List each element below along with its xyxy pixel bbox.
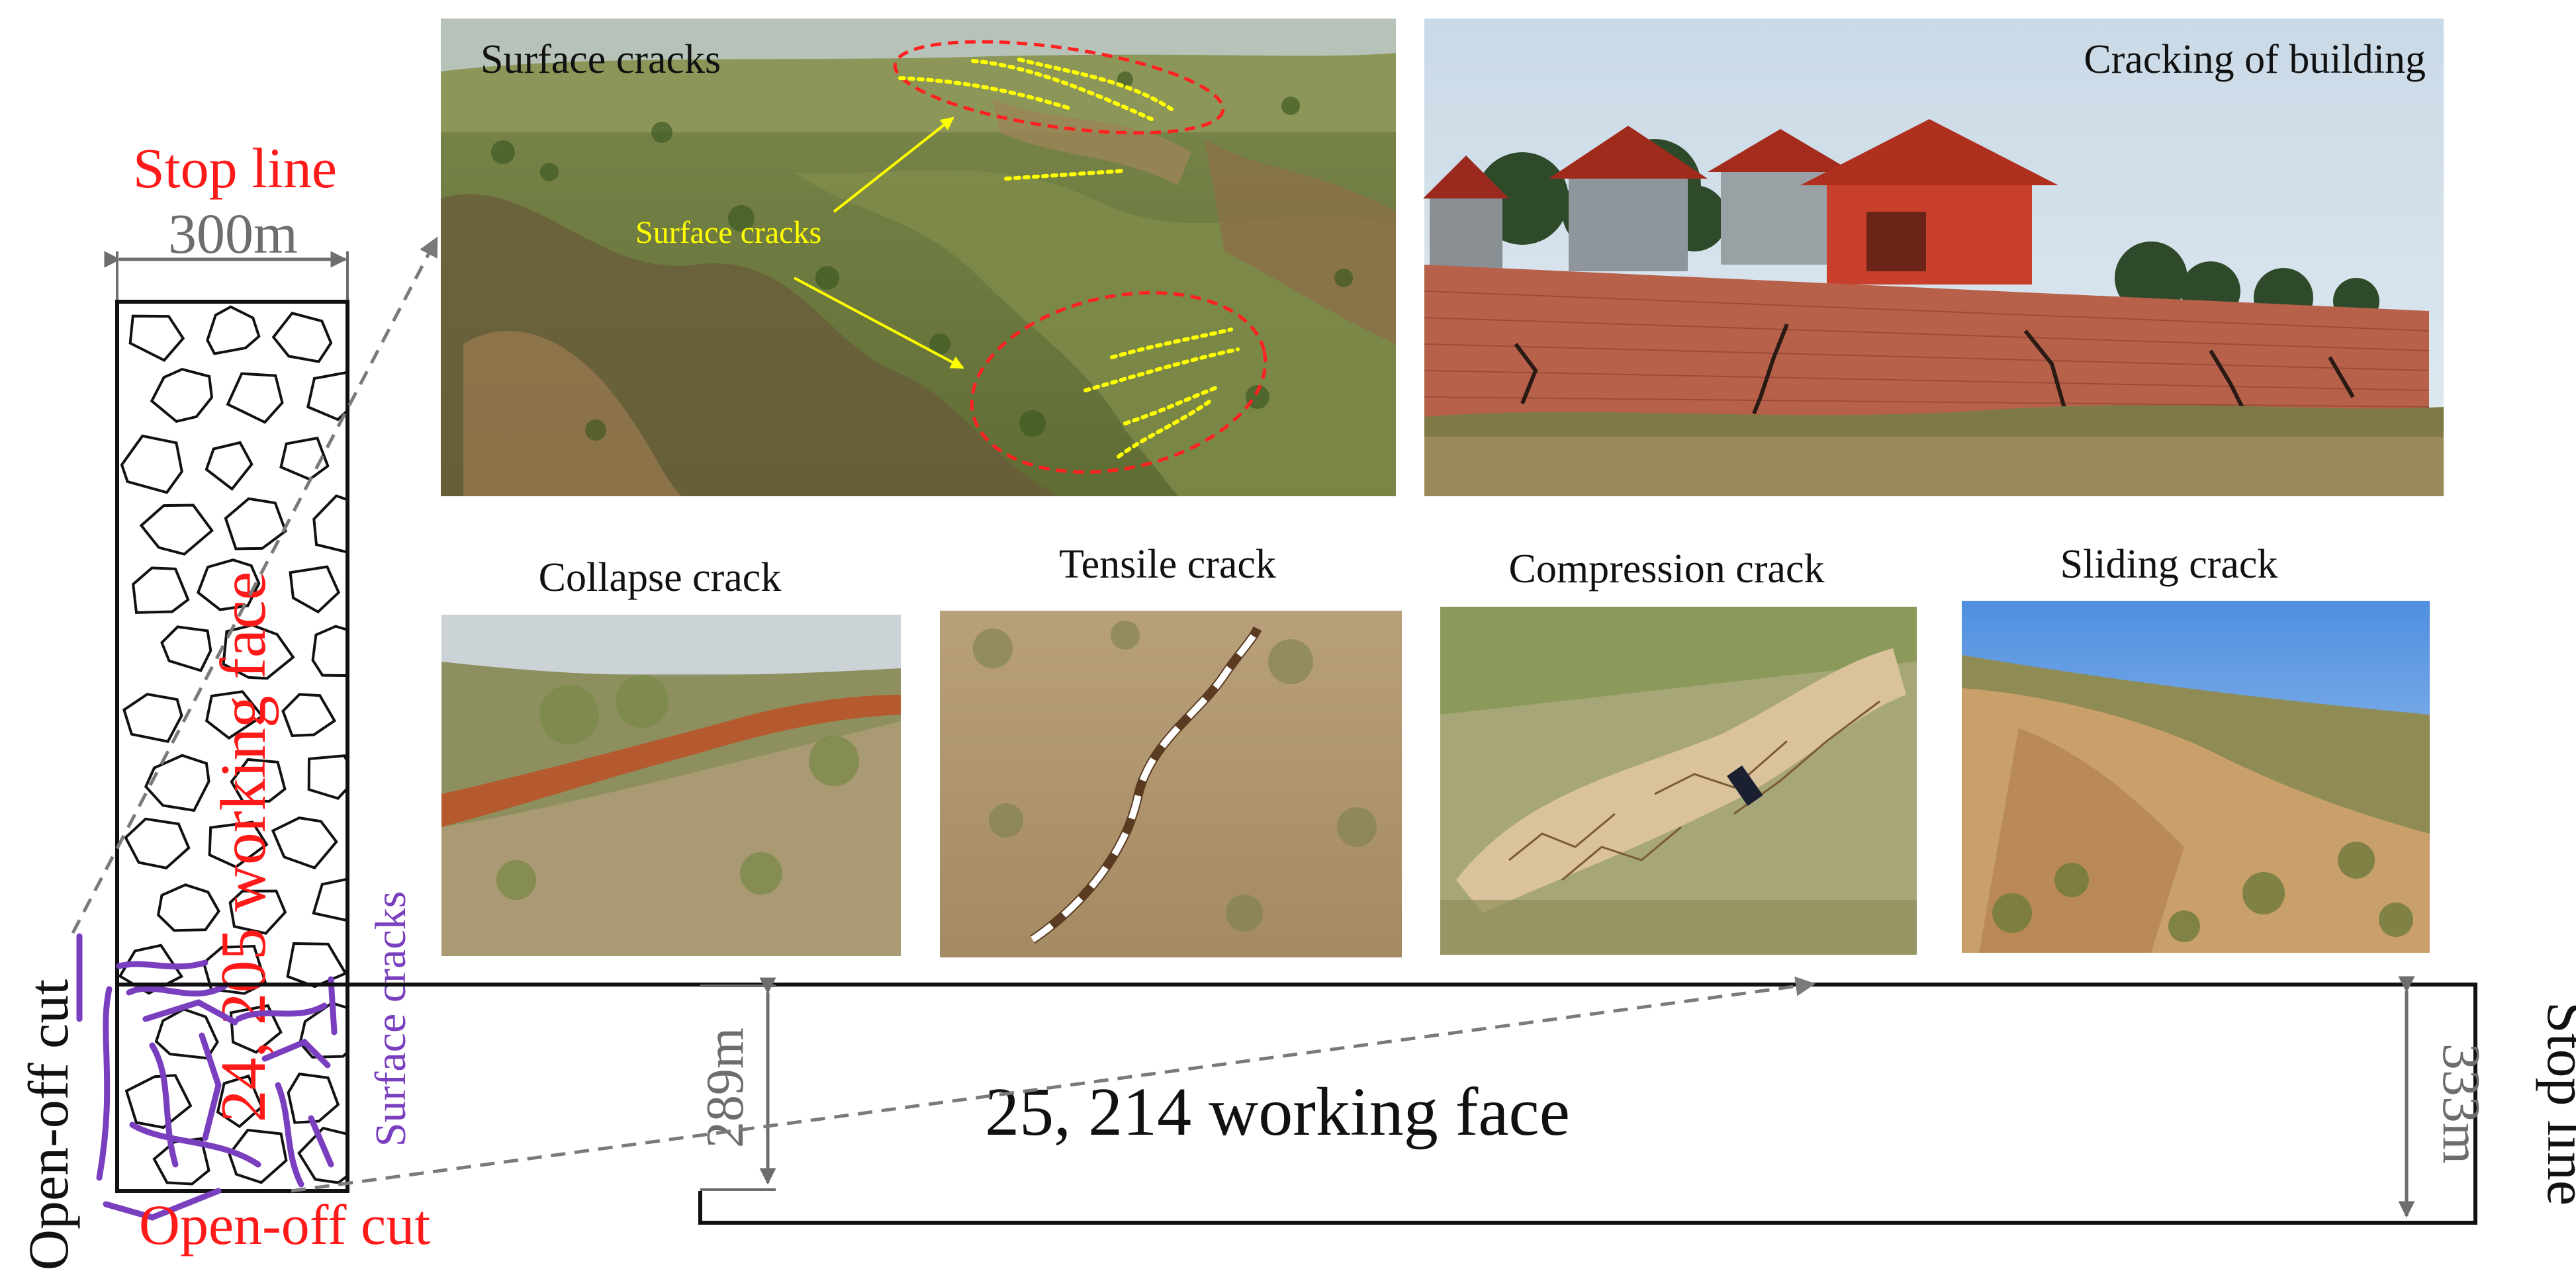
working-face-25214-label: 25, 214 working face <box>985 1074 1570 1150</box>
working-face-24205-label: 24, 205 working face <box>208 572 279 1123</box>
brick-wall <box>1424 265 2430 417</box>
width-dimension-300m <box>104 251 349 302</box>
width-label-333m: 333m <box>2432 1043 2490 1164</box>
rock-block <box>297 1126 347 1184</box>
caption-collapse-crack: Collapse crack <box>539 555 782 600</box>
rock-block <box>132 566 190 614</box>
width-dimension-289m <box>700 977 776 1191</box>
rock-block <box>144 754 210 813</box>
rock-block <box>205 690 265 740</box>
rock-block <box>208 820 269 869</box>
stop-line-label-top: Stop line <box>133 136 337 200</box>
rock-block <box>150 367 214 423</box>
rock-block <box>122 693 183 743</box>
pointer-arrow-to-crack-photos <box>291 976 1816 1193</box>
rock-block <box>307 754 347 800</box>
surface-cracks-label: Surface cracks <box>367 891 415 1147</box>
rock-block <box>230 758 287 803</box>
rock-block <box>152 1137 210 1186</box>
rock-block <box>160 625 212 672</box>
photo-sliding-crack: Sliding crack <box>1962 542 2430 953</box>
rock-block <box>312 494 347 554</box>
photo-cracking-of-building: Cracking of building <box>1423 19 2444 496</box>
rock-block <box>311 625 347 678</box>
stop-line-label-right: Stop line <box>2536 1002 2576 1206</box>
pointer-arrow-to-surface-photo <box>71 236 439 934</box>
rock-block <box>299 1001 347 1059</box>
rock-block <box>287 1072 340 1124</box>
open-off-cut-label-left: Open-off cut <box>17 979 80 1270</box>
open-off-cut-label-bottom: Open-off cut <box>139 1193 430 1256</box>
rock-block <box>224 497 287 550</box>
rock-block <box>154 1008 219 1060</box>
working-face-25214: 289m 333m 25, 214 working face Stop line <box>117 976 2576 1225</box>
rock-block <box>222 623 295 680</box>
rock-block <box>226 372 284 424</box>
caption-cracking-of-building: Cracking of building <box>2084 37 2426 82</box>
rock-block <box>156 883 220 932</box>
photo-tensile-crack: Tensile crack <box>940 542 1402 957</box>
rock-block <box>206 305 261 355</box>
caption-tensile-crack: Tensile crack <box>1059 542 1276 587</box>
rock-block <box>271 312 333 363</box>
rock-block <box>279 436 330 481</box>
rock-block <box>281 693 337 737</box>
caption-surface-cracks: Surface cracks <box>481 37 721 82</box>
width-label-300m: 300m <box>168 202 298 265</box>
rock-block <box>289 565 341 614</box>
panel-outline-25214 <box>347 983 2477 1225</box>
pointer-arrows <box>71 236 1816 1193</box>
photo-compression-crack: Compression crack <box>1440 547 1917 955</box>
photo-surface-cracks: Surface cracks Surface cracks <box>441 19 1396 496</box>
rock-block <box>228 1128 288 1184</box>
surface-cracks-annotation: Surface cracks <box>635 215 821 250</box>
rock-block <box>124 1074 193 1129</box>
rock-block <box>139 504 214 556</box>
rock-block <box>312 877 347 922</box>
rock-block <box>128 314 185 362</box>
rock-block <box>216 1074 263 1129</box>
rock-block <box>271 816 338 869</box>
rock-block <box>120 434 183 494</box>
working-face-24205: Stop line 300m 24, 205 working face <box>17 136 430 1270</box>
rock-block <box>229 1004 283 1054</box>
surface-crack-marks <box>76 933 338 1221</box>
rock-block <box>228 889 287 935</box>
temple-roofs <box>1423 119 2058 285</box>
caption-sliding-crack: Sliding crack <box>2060 542 2278 587</box>
rock-block <box>124 817 191 869</box>
caption-compression-crack: Compression crack <box>1509 547 1825 592</box>
rock-block <box>205 441 253 491</box>
photo-collapse-crack: Collapse crack <box>441 555 901 956</box>
